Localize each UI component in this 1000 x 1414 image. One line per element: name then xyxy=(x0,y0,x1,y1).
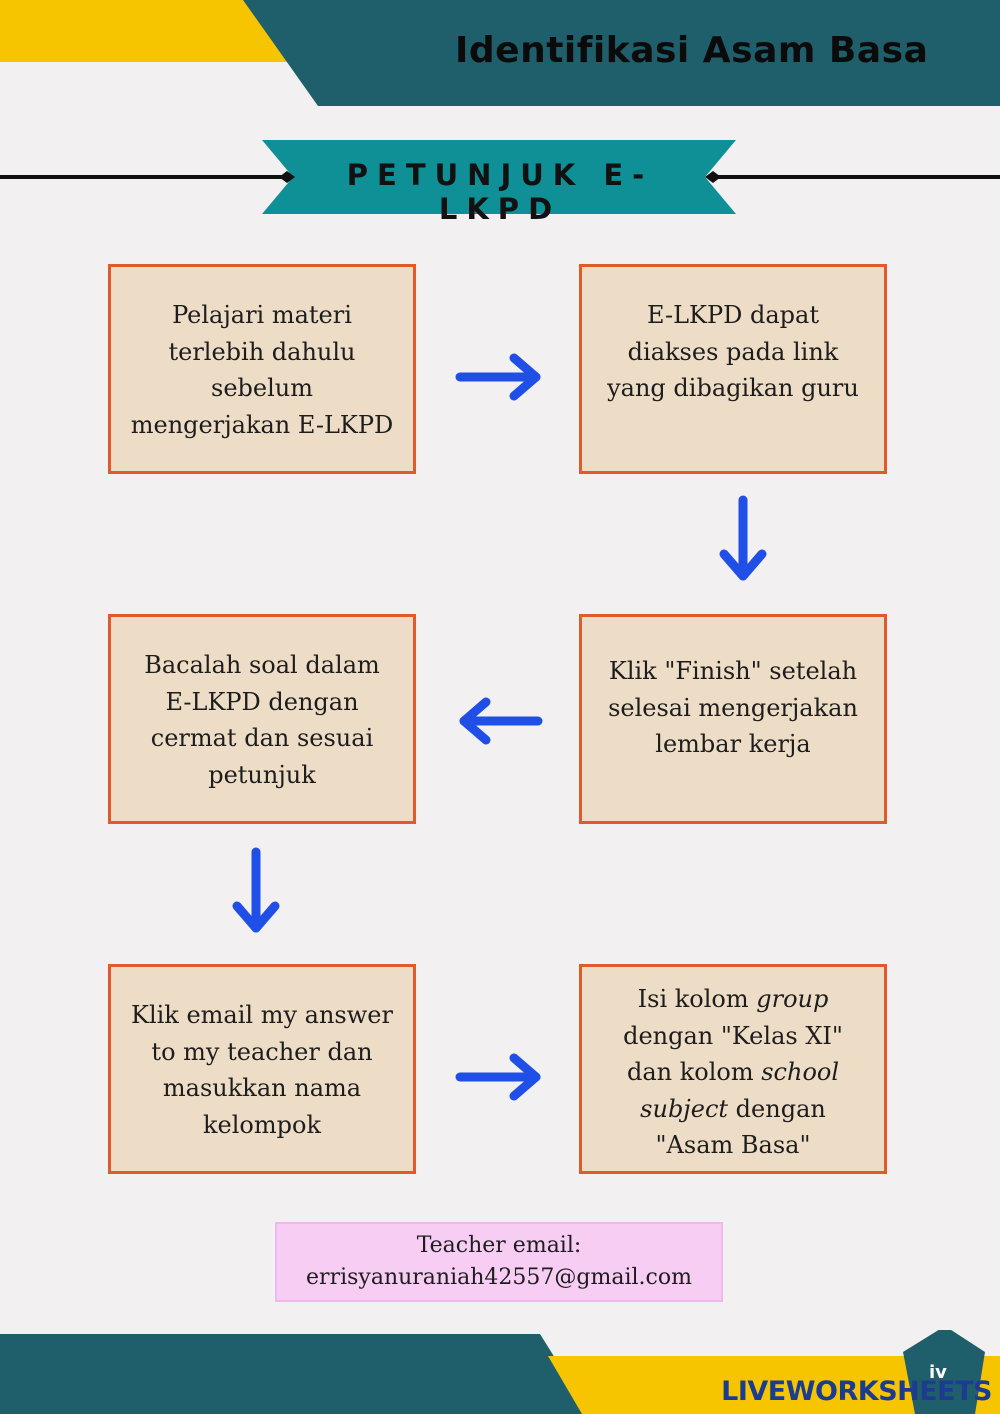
step-3-line-2: selesai mengerjakan xyxy=(608,693,858,722)
arrow-left-1 xyxy=(459,697,543,745)
header-yellow-shape xyxy=(0,0,292,62)
step-1-line-1: Pelajari materi xyxy=(172,301,352,329)
step-6-line-4: subject dengan xyxy=(640,1094,826,1123)
header-decoration xyxy=(0,0,1000,106)
teacher-email-box: Teacher email: errisyanuraniah42557@gmai… xyxy=(275,1222,723,1302)
brand-badge: iv xyxy=(929,1362,947,1383)
page-title: Identifikasi Asam Basa xyxy=(455,30,929,71)
arrow-right-2 xyxy=(455,1053,541,1101)
teacher-email-label: Teacher email: xyxy=(416,1233,582,1258)
step-box-3: Klik "Finish" setelah selesai mengerjaka… xyxy=(579,614,887,824)
step-5-line-3: masukkan nama xyxy=(162,1074,362,1102)
step-6-line-2: dengan "Kelas XI" xyxy=(623,1021,843,1050)
liveworksheets-logo-text: LIVEWORKSHEETS xyxy=(721,1376,992,1407)
footer-pentagon-badge xyxy=(903,1330,985,1414)
step-6-line-1: Isi kolom group xyxy=(637,985,829,1013)
step-4-line-3: cermat dan sesuai xyxy=(150,724,374,752)
step-2-line-3: yang dibagikan guru xyxy=(607,374,859,402)
arrow-down-1 xyxy=(719,495,767,581)
ribbon-shape xyxy=(262,140,736,214)
teacher-email-address[interactable]: errisyanuraniah42557@gmail.com xyxy=(306,1265,692,1290)
step-4-line-1: Bacalah soal dalam xyxy=(144,651,380,679)
step-5-line-2: to my teacher dan xyxy=(151,1037,373,1066)
step-4-line-4: petunjuk xyxy=(208,760,316,789)
liveworksheets-logo[interactable]: LIVEWORKSHEETS xyxy=(721,1376,992,1407)
footer-yellow-shape xyxy=(548,1356,1000,1414)
step-box-2: E-LKPD dapat diakses pada link yang diba… xyxy=(579,264,887,474)
step-1-line-2: terlebih dahulu xyxy=(168,337,356,366)
step-1-line-3: sebelum xyxy=(211,374,313,402)
step-2-line-2: diakses pada link xyxy=(627,337,839,366)
footer-teal-shape xyxy=(0,1334,590,1414)
arrow-down-2 xyxy=(232,847,280,933)
footer-decoration xyxy=(0,1330,1000,1414)
header-teal-shape xyxy=(243,0,1000,106)
step-5-line-4: kelompok xyxy=(203,1110,321,1139)
step-5-line-1: Klik email my answer xyxy=(131,1001,393,1029)
step-3-line-3: lembar kerja xyxy=(655,730,811,758)
step-1-line-4: mengerjakan E-LKPD xyxy=(130,410,394,439)
ribbon-label: PETUNJUK E-LKPD xyxy=(346,158,654,226)
step-3-line-1: Klik "Finish" setelah xyxy=(608,657,858,685)
step-6-line-3: dan kolom school xyxy=(626,1058,840,1086)
step-box-6: Isi kolom group dengan "Kelas XI" dan ko… xyxy=(579,964,887,1174)
step-4-line-2: E-LKPD dengan xyxy=(165,687,359,716)
arrow-right-1 xyxy=(455,353,541,401)
ribbon-right-diamond xyxy=(705,171,721,183)
step-box-4: Bacalah soal dalam E-LKPD dengan cermat … xyxy=(108,614,416,824)
ribbon-banner xyxy=(0,140,1000,214)
step-box-1: Pelajari materi terlebih dahulu sebelum … xyxy=(108,264,416,474)
step-box-5: Klik email my answer to my teacher dan m… xyxy=(108,964,416,1174)
step-6-line-5: "Asam Basa" xyxy=(655,1131,811,1159)
ribbon-left-diamond xyxy=(279,171,295,183)
step-2-line-1: E-LKPD dapat xyxy=(647,301,819,329)
